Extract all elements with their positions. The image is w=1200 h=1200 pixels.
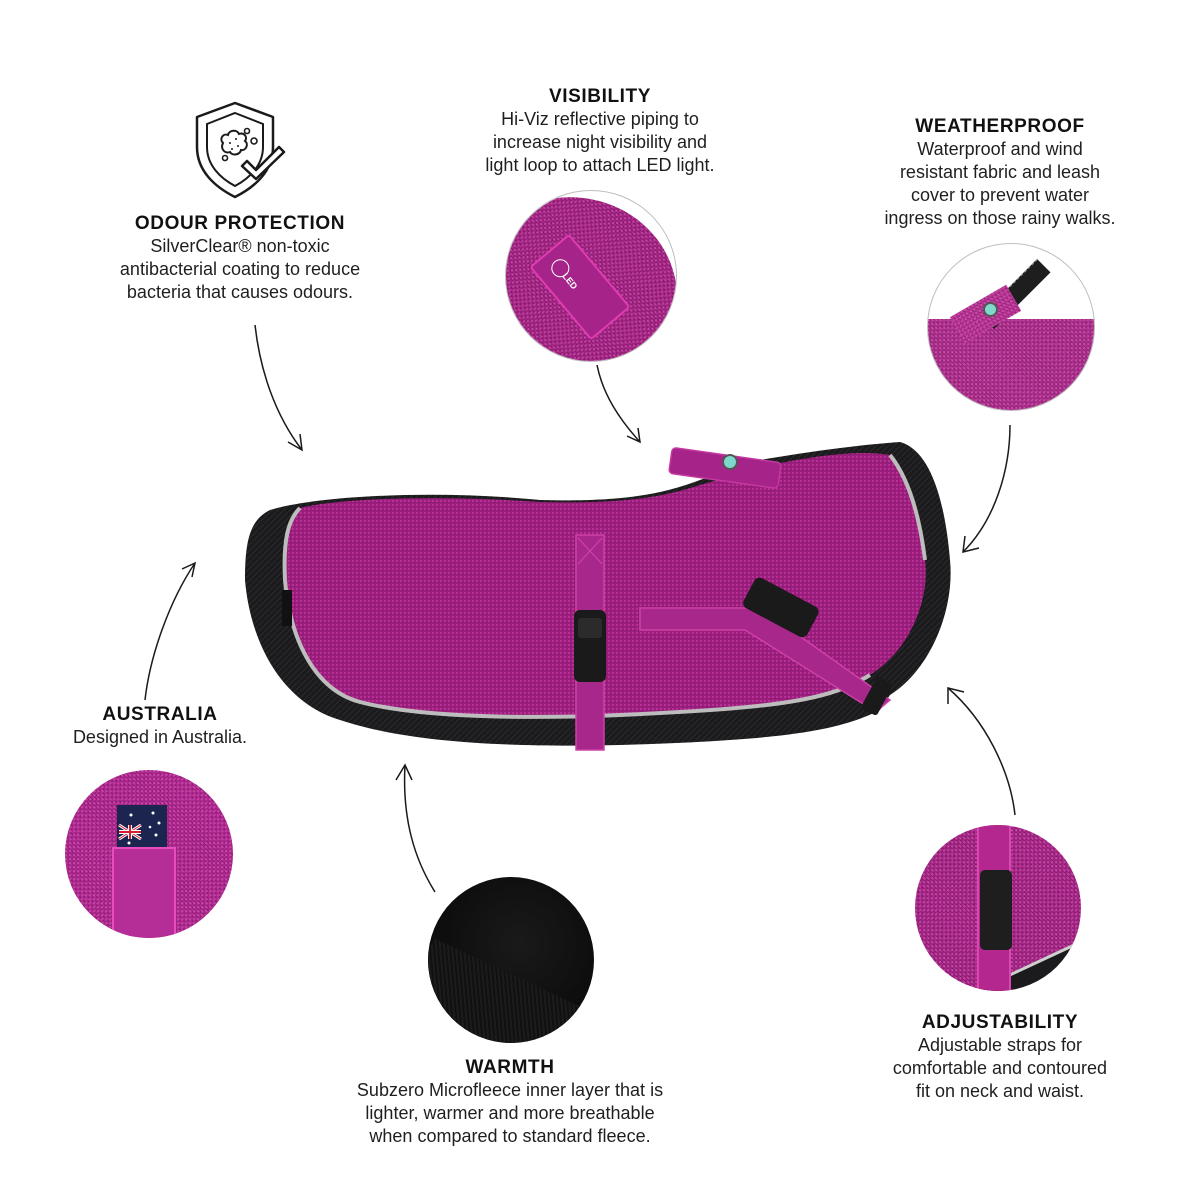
leash-cover-grommet (983, 302, 998, 317)
visibility-line-1: Hi-Viz reflective piping to (501, 109, 699, 129)
led-label: LED (560, 271, 580, 292)
weatherproof-line-4: ingress on those rainy walks. (884, 208, 1116, 228)
australia-closeup-image (65, 770, 233, 938)
adjustability-title: ADJUSTABILITY (921, 1012, 1079, 1033)
australia-line-1: Designed in Australia. (72, 727, 248, 747)
australia-title: AUSTRALIA (102, 704, 218, 725)
arrow-odour-to-coat (254, 324, 303, 452)
herringbone-edge (428, 938, 594, 1043)
shield-bacteria-check-icon (185, 95, 295, 205)
warmth-line-2: lighter, warmer and more breathable (365, 1103, 655, 1123)
feature-visibility: VISIBILITY Hi-Viz reflective piping to i… (410, 86, 790, 177)
odour-protection-title: ODOUR PROTECTION (134, 213, 346, 234)
dog-coat-product-image (240, 440, 960, 760)
arrow-weatherproof-to-coat (962, 424, 1011, 553)
weatherproof-closeup-image (927, 243, 1095, 411)
feature-warmth: WARMTH Subzero Microfleece inner layer t… (300, 1057, 720, 1148)
warmth-title: WARMTH (465, 1057, 555, 1078)
visibility-title: VISIBILITY (548, 86, 652, 107)
arrow-warmth-to-coat (395, 763, 436, 893)
weatherproof-line-3: cover to prevent water (910, 185, 1090, 205)
coat-top-fabric (928, 319, 1094, 410)
buckle-icon (980, 870, 1012, 950)
weatherproof-line-1: Waterproof and wind (917, 139, 1083, 159)
feature-australia: AUSTRALIA Designed in Australia. (20, 704, 300, 749)
flag-label-strap (112, 847, 176, 938)
feature-weatherproof: WEATHERPROOF Waterproof and wind resista… (830, 116, 1170, 230)
odour-protection-line-1: SilverClear® non-toxic (150, 236, 330, 256)
arrow-visibility-to-coat (596, 364, 641, 444)
odour-protection-line-3: bacteria that causes odours. (126, 282, 354, 302)
warmth-line-1: Subzero Microfleece inner layer that is (356, 1080, 664, 1100)
adjustability-line-1: Adjustable straps for (917, 1035, 1083, 1055)
visibility-line-2: increase night visibility and (492, 132, 708, 152)
feature-adjustability: ADJUSTABILITY Adjustable straps for comf… (840, 1012, 1160, 1103)
weatherproof-line-2: resistant fabric and leash (899, 162, 1101, 182)
arrow-adjustability-to-coat (947, 687, 1016, 816)
weatherproof-title: WEATHERPROOF (915, 116, 1085, 137)
odour-protection-line-2: antibacterial coating to reduce (119, 259, 361, 279)
adjustability-closeup-image (915, 825, 1081, 991)
australian-flag-label (117, 805, 167, 847)
visibility-closeup-image: LED (505, 190, 677, 362)
warmth-closeup-image (428, 877, 594, 1043)
visibility-line-3: light loop to attach LED light. (485, 155, 715, 175)
feature-odour-protection: ODOUR PROTECTION SilverClear® non-toxic … (60, 95, 420, 304)
adjustability-line-3: fit on neck and waist. (915, 1081, 1085, 1101)
adjustability-line-2: comfortable and contoured (892, 1058, 1108, 1078)
arrow-australia-to-coat (144, 561, 197, 701)
warmth-line-3: when compared to standard fleece. (369, 1126, 651, 1146)
